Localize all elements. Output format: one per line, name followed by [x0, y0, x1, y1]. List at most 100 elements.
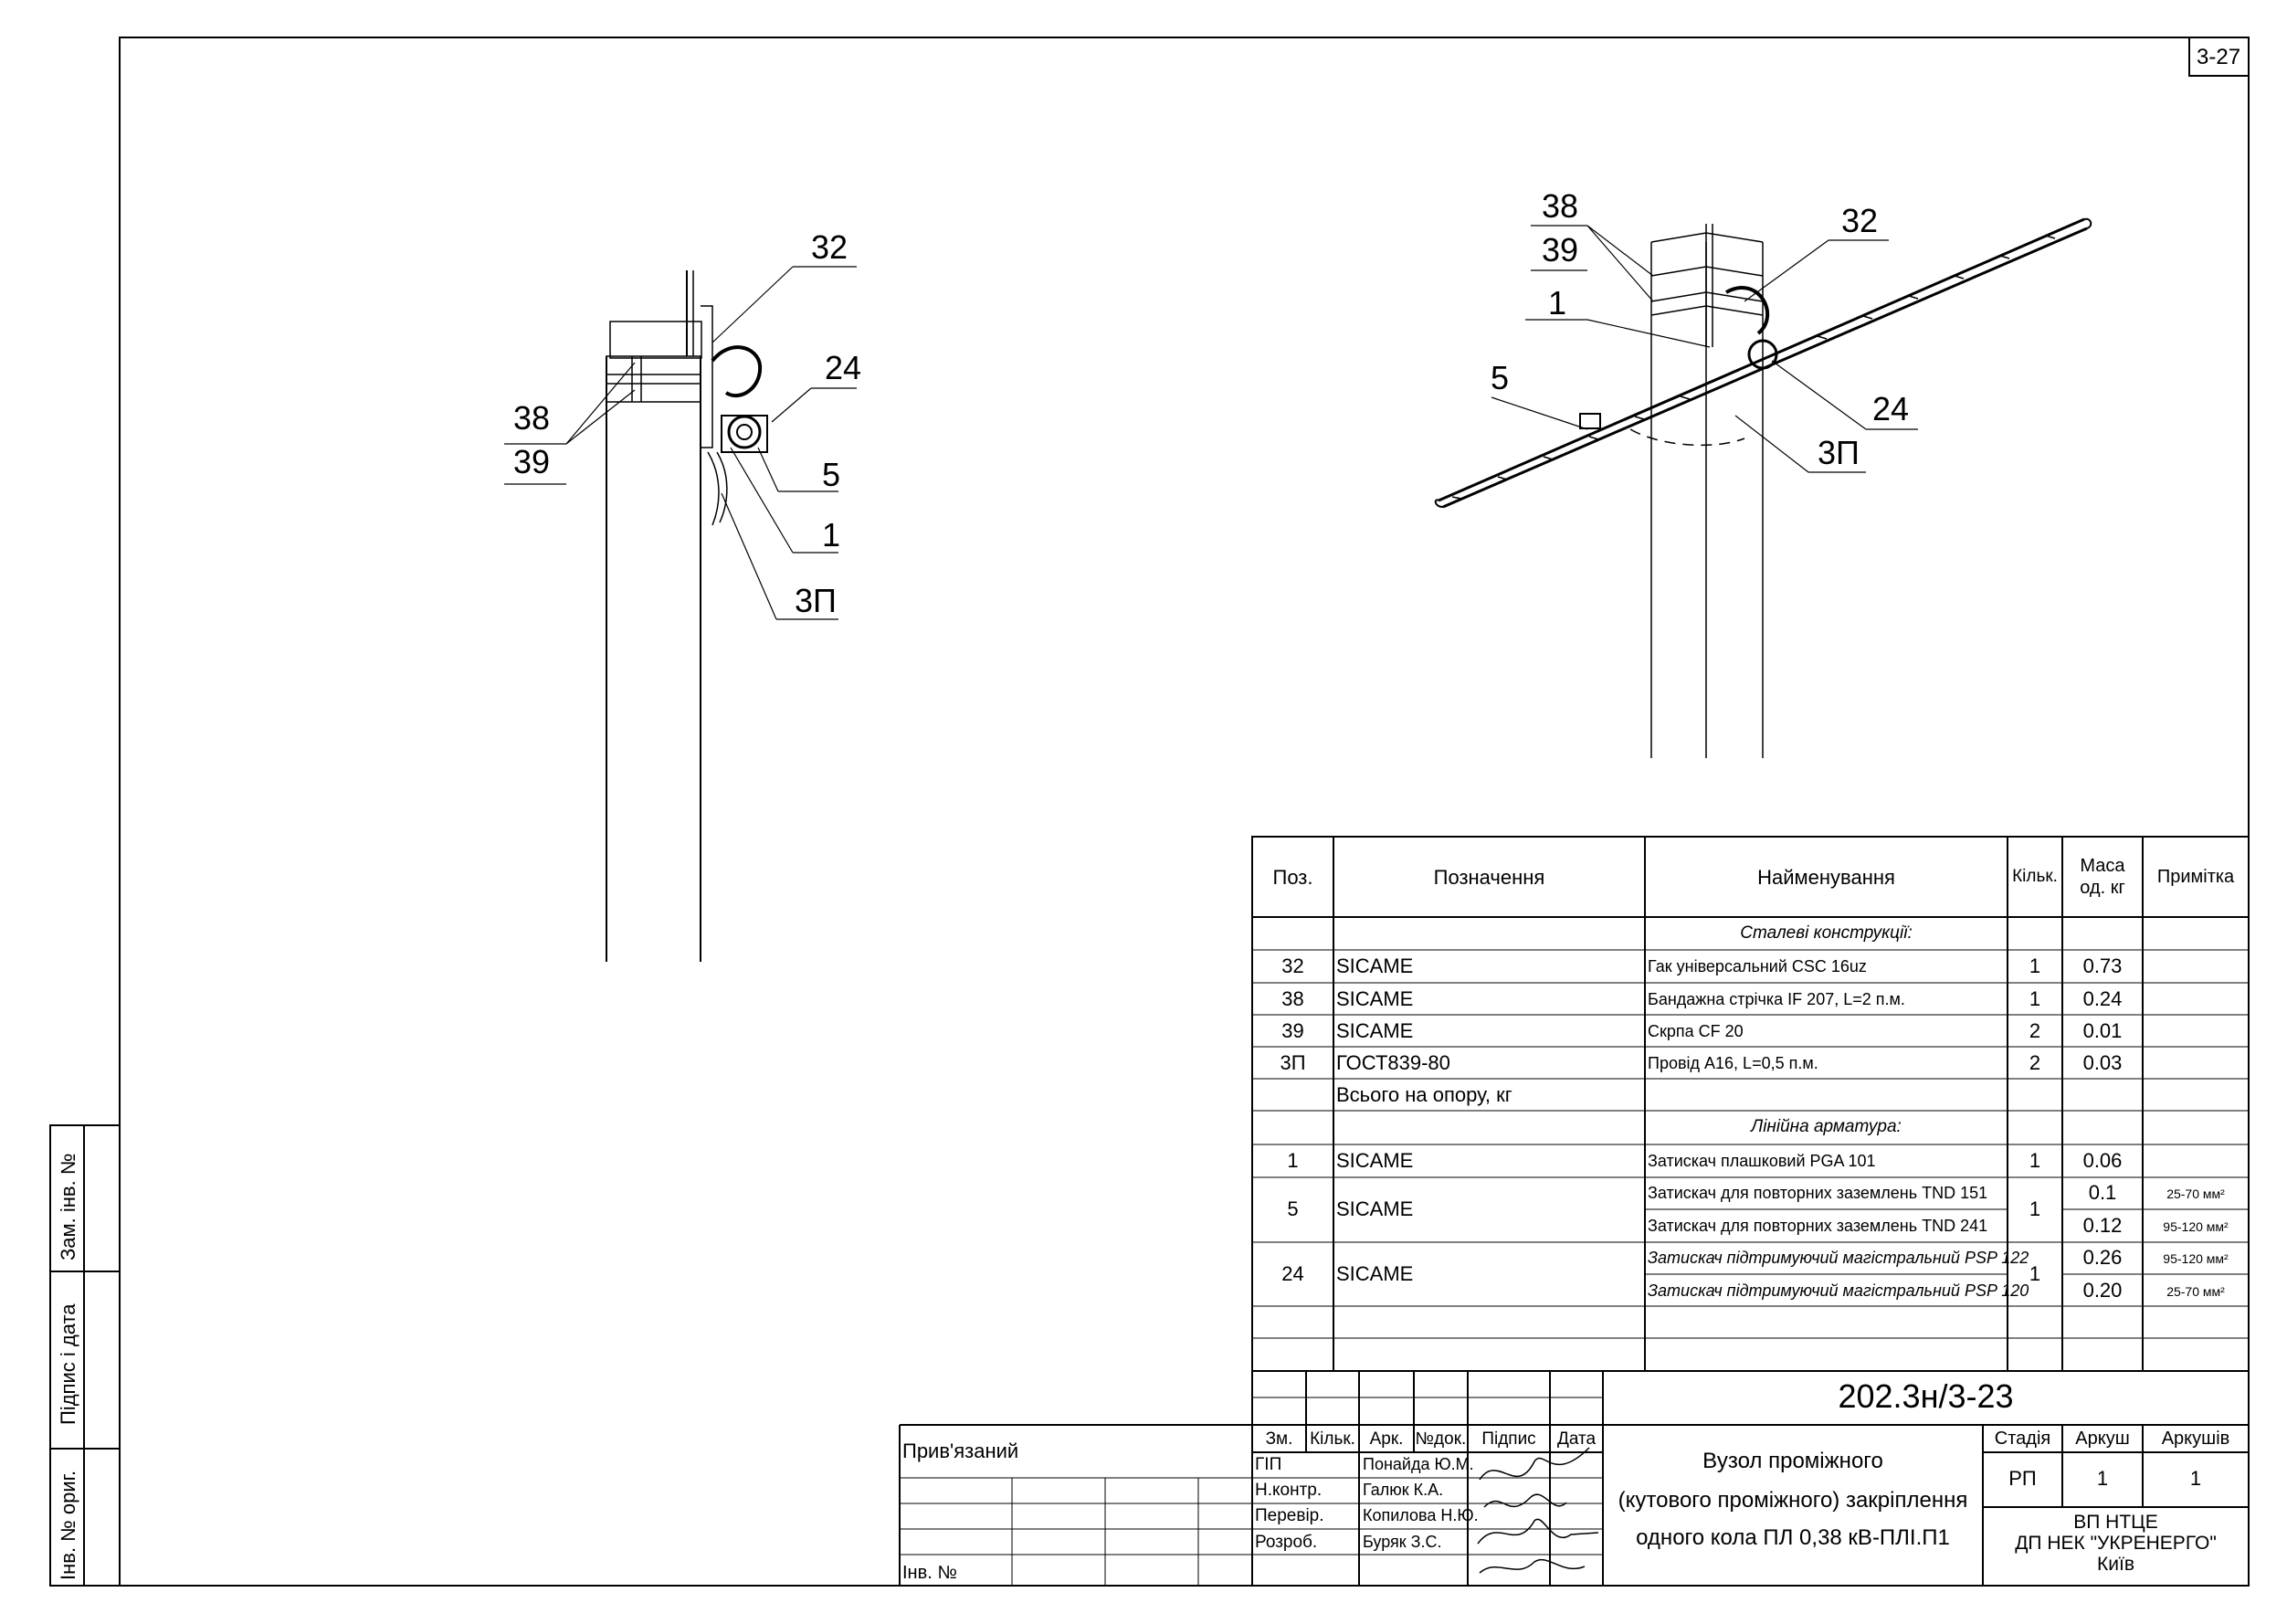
- row-mass: 0.73: [2082, 954, 2123, 977]
- row-designation: SICAME: [1336, 1019, 1414, 1042]
- sheet-value: 1: [2096, 1467, 2109, 1490]
- sheet-label: Аркуш: [2075, 1429, 2130, 1449]
- row-pos: 1: [1287, 1149, 1299, 1172]
- sheet-number-box: [2188, 37, 2249, 77]
- right-callout-32: 32: [1841, 202, 1879, 239]
- row-name: Затискач для повторних заземлень TND 241: [1648, 1217, 1988, 1235]
- right-callout-1: 1: [1548, 284, 1567, 322]
- side-label-orig-inv: Інв. № ориг.: [57, 1470, 79, 1580]
- left-callout-24: 24: [825, 349, 862, 386]
- row-mass: 0.26: [2082, 1246, 2123, 1269]
- header-mass: Маса од. кг: [2080, 856, 2125, 898]
- row-name: Гак універсальний CSC 16uz: [1648, 957, 1867, 975]
- sheets-label: Аркушів: [2161, 1429, 2230, 1449]
- title-block-grid: [899, 1370, 2249, 1586]
- right-callout-3p: 3П: [1818, 434, 1860, 471]
- name-normcontrol: Галюк К.А.: [1363, 1481, 1444, 1499]
- row-mass: 0.01: [2082, 1019, 2123, 1042]
- total-label: Всього на опору, кг: [1336, 1083, 1512, 1106]
- side-label-replaced-inv: Зам. інв. №: [57, 1153, 79, 1260]
- left-callout-39: 39: [513, 443, 551, 480]
- row-qty: 2: [2029, 1019, 2041, 1042]
- row-name: Затискач для повторних заземлень TND 151: [1648, 1184, 1988, 1202]
- row-qty: 1: [2029, 1197, 2041, 1220]
- left-callout-3p: 3П: [795, 582, 837, 619]
- role-developed: Розроб.: [1255, 1533, 1318, 1552]
- left-callout-5: 5: [822, 456, 841, 493]
- col-header-docno: №док.: [1415, 1429, 1467, 1449]
- drawing-title-line-3: одного кола ПЛ 0,38 кВ-ПЛІ.П1: [1636, 1525, 1950, 1550]
- role-gip: ГІП: [1255, 1455, 1282, 1474]
- row-pos: 24: [1281, 1262, 1304, 1285]
- row-note: 95-120 мм²: [2163, 1219, 2229, 1234]
- row-mass: 0.1: [2088, 1181, 2117, 1204]
- row-designation: SICAME: [1336, 954, 1414, 977]
- side-stamp-grid: [49, 1124, 121, 1587]
- row-name: Затискач плашковий PGA 101: [1648, 1152, 1876, 1170]
- row-mass: 0.06: [2082, 1149, 2123, 1172]
- stage-label: Стадія: [1994, 1429, 2051, 1449]
- row-mass: 0.20: [2082, 1279, 2123, 1302]
- org-line-1: ВП НТЦЕ: [2073, 1512, 2158, 1533]
- row-name: Затискач підтримуючий магістральний PSP …: [1648, 1281, 2029, 1300]
- sheets-value: 1: [2189, 1467, 2202, 1490]
- drawing-title-line-1: Вузол проміжного: [1702, 1449, 1883, 1473]
- row-name: Бандажна стрічка IF 207, L=2 п.м.: [1648, 990, 1905, 1008]
- name-developed: Буряк З.С.: [1363, 1533, 1442, 1551]
- col-header-sheet: Арк.: [1369, 1429, 1404, 1449]
- row-name: Провід А16, L=0,5 п.м.: [1648, 1054, 1818, 1072]
- attached-label: Прив'язаний: [902, 1439, 1019, 1462]
- row-designation: SICAME: [1336, 1262, 1414, 1285]
- row-pos: 38: [1281, 987, 1304, 1010]
- stage-value: РП: [2008, 1467, 2037, 1490]
- right-callout-39: 39: [1542, 231, 1579, 269]
- header-note: Примітка: [2156, 867, 2235, 887]
- row-qty: 1: [2029, 1262, 2041, 1285]
- section-fittings: Лінійна арматура:: [1751, 1117, 1902, 1136]
- row-name: Скрпа CF 20: [1648, 1022, 1744, 1040]
- role-checked: Перевір.: [1255, 1506, 1324, 1525]
- header-pos: Поз.: [1272, 866, 1313, 889]
- row-mass: 0.03: [2082, 1051, 2123, 1074]
- row-pos: 5: [1287, 1197, 1299, 1220]
- row-qty: 1: [2029, 987, 2041, 1010]
- col-header-change: Зм.: [1265, 1429, 1293, 1449]
- section-steel: Сталеві конструкції:: [1740, 923, 1913, 943]
- left-callout-38: 38: [513, 399, 551, 437]
- row-designation: SICAME: [1336, 987, 1414, 1010]
- doc-code: 202.3н/3-23: [1838, 1377, 2014, 1415]
- sheet-number: 3-27: [2197, 45, 2241, 69]
- right-pole-view: [1434, 217, 2092, 758]
- org-line-2: ДП НЕК "УКРЕНЕРГО": [2015, 1533, 2217, 1554]
- header-designation: Позначення: [1433, 866, 1545, 889]
- row-designation: ГОСТ839-80: [1336, 1051, 1450, 1074]
- row-mass: 0.12: [2082, 1214, 2123, 1237]
- col-header-signature: Підпис: [1481, 1429, 1536, 1449]
- row-pos: 39: [1281, 1019, 1304, 1042]
- row-pos: 3П: [1280, 1051, 1306, 1074]
- col-header-date: Дата: [1556, 1429, 1597, 1449]
- header-qty: Кільк.: [2012, 867, 2058, 886]
- row-designation: SICAME: [1336, 1197, 1414, 1220]
- row-qty: 1: [2029, 954, 2041, 977]
- left-callout-1: 1: [822, 516, 841, 554]
- row-name: Затискач підтримуючий магістральний PSP …: [1648, 1249, 2029, 1267]
- row-qty: 1: [2029, 1149, 2041, 1172]
- col-header-qty: Кільк.: [1310, 1429, 1355, 1449]
- org-line-3: Київ: [2097, 1554, 2134, 1575]
- row-designation: SICAME: [1336, 1149, 1414, 1172]
- header-name: Найменування: [1757, 866, 1895, 889]
- side-label-signature-date: Підпис і дата: [57, 1303, 79, 1425]
- left-pole-view: [606, 270, 768, 962]
- row-note: 95-120 мм²: [2163, 1251, 2229, 1266]
- drawing-title-line-2: (кутового проміжного) закріплення: [1618, 1488, 1968, 1513]
- inv-label: Інв. №: [902, 1563, 957, 1583]
- row-note: 25-70 мм²: [2166, 1186, 2225, 1201]
- right-callout-24: 24: [1872, 390, 1910, 427]
- spec-table-grid: [1251, 836, 2250, 1372]
- right-callout-5: 5: [1491, 359, 1510, 396]
- row-note: 25-70 мм²: [2166, 1284, 2225, 1299]
- name-gip: Понайда Ю.М.: [1363, 1455, 1474, 1473]
- left-callout-32: 32: [811, 228, 848, 266]
- role-normcontrol: Н.контр.: [1255, 1481, 1323, 1500]
